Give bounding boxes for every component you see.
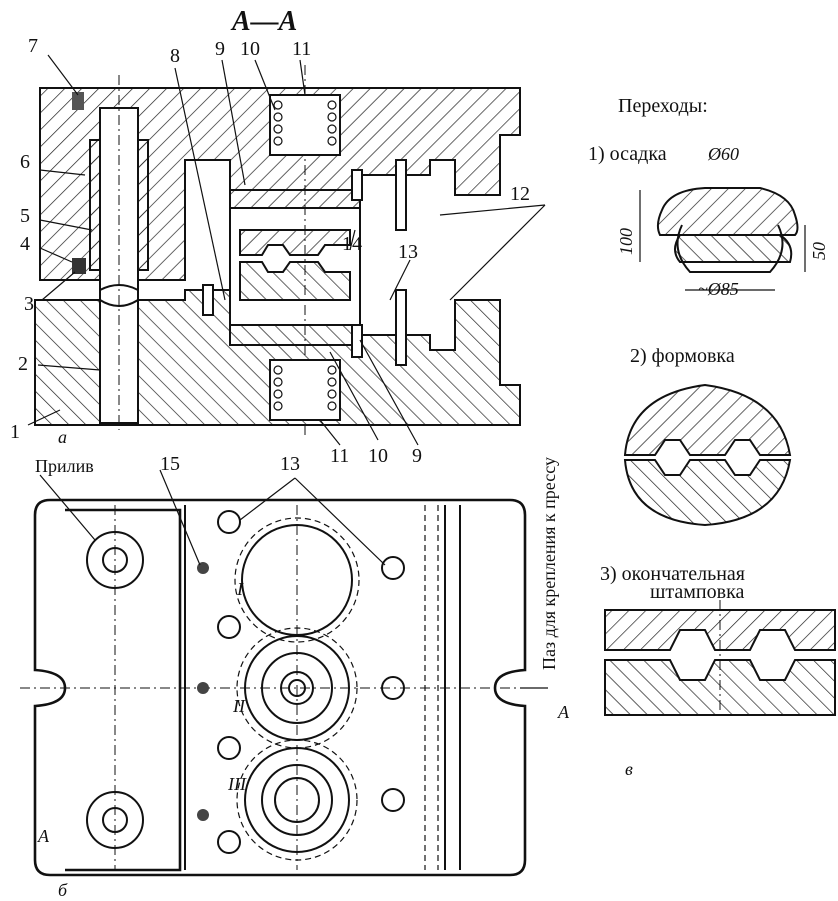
station-label-III: III — [227, 774, 247, 794]
view-label-b: б — [58, 880, 68, 900]
dim-h50: 50 — [809, 242, 829, 260]
callout-11: 11 — [292, 38, 311, 60]
station-I-outline — [234, 517, 360, 643]
bolt — [217, 830, 241, 854]
station-label-I: I — [236, 579, 244, 599]
bushing-screw — [72, 258, 86, 274]
bolt — [217, 615, 241, 639]
step-1-label: 1) осадка — [588, 143, 667, 165]
pillar-neck — [99, 299, 139, 307]
forming-die-top — [623, 383, 792, 456]
step-3-label-1: 3) окончательная — [600, 563, 745, 585]
upper-spring — [273, 100, 337, 146]
upper-spring-pocket — [269, 94, 341, 156]
pin-upper — [395, 159, 407, 231]
dim-d60: Ø60 — [707, 144, 739, 164]
bolt — [381, 788, 405, 812]
slot-label: Паз для крепления к прессу — [539, 457, 559, 670]
boss-label: Прилив — [35, 456, 94, 476]
lower-spring-pocket — [269, 359, 341, 421]
bolt — [217, 736, 241, 760]
view-label-a: а — [58, 427, 67, 447]
guide-bushing-left — [89, 139, 101, 271]
callout-13: 13 — [398, 241, 418, 263]
bolt-lower — [351, 324, 363, 358]
section-mark-left: A — [37, 826, 50, 846]
upset-blank-bottom — [674, 234, 793, 263]
transitions-heading: Переходы: — [618, 95, 708, 117]
pin-15 — [202, 284, 214, 316]
bolt — [381, 676, 405, 700]
die-plate-outline — [33, 498, 527, 877]
callout-11b: 11 — [330, 445, 349, 467]
upper-insert — [239, 229, 351, 256]
bolt — [381, 556, 405, 580]
pin — [197, 562, 209, 574]
lower-punch-plate — [229, 324, 361, 346]
callout-leaders — [27, 54, 546, 446]
plan-view-b: Прилив 15 13 I II III Паз для крепления … — [20, 453, 570, 900]
top-screw — [72, 92, 84, 110]
callout-7: 7 — [28, 35, 38, 57]
pin — [197, 809, 209, 821]
bolt-upper — [351, 169, 363, 201]
section-mark-right: A — [557, 702, 570, 722]
callout-1: 1 — [10, 421, 20, 443]
station-label-II: II — [232, 696, 246, 716]
pin — [197, 682, 209, 694]
section-title: A—A — [230, 6, 297, 37]
pillar-neck-2 — [99, 284, 139, 291]
callout-10: 10 — [240, 38, 260, 60]
forming-die-bottom — [623, 459, 792, 527]
dim-h100: 100 — [616, 228, 636, 255]
callout-12: 12 — [510, 183, 530, 205]
lower-die-shoe — [34, 289, 521, 426]
pin-lower — [395, 289, 407, 366]
callout-4: 4 — [20, 233, 30, 255]
section-view-a: A—A — [10, 6, 546, 467]
station-III-core — [274, 777, 320, 823]
callout-14: 14 — [342, 233, 362, 255]
callout-15: 15 — [160, 453, 180, 475]
callout-8: 8 — [170, 45, 180, 67]
callout-10b: 10 — [368, 445, 388, 467]
upset-blank-top — [656, 187, 799, 236]
upset-billet — [676, 224, 784, 273]
callout-9: 9 — [215, 38, 225, 60]
lower-insert — [239, 261, 351, 301]
bolt — [217, 510, 241, 534]
callout-13-plan: 13 — [280, 453, 300, 475]
bolts — [197, 510, 405, 854]
dim-d85: ~Ø85 — [698, 279, 739, 299]
step-2-label: 2) формовка — [630, 345, 735, 367]
callout-5: 5 — [20, 205, 30, 227]
callout-9b: 9 — [412, 445, 422, 467]
upper-punch-plate — [229, 189, 361, 209]
guide-bushing-right — [137, 139, 149, 271]
callout-6: 6 — [20, 151, 30, 173]
upper-die-shoe — [39, 87, 521, 281]
plan-leaders — [39, 469, 548, 689]
view-label-v: в — [625, 759, 633, 779]
lower-spring — [273, 365, 337, 411]
callout-3: 3 — [24, 293, 34, 315]
callout-2: 2 — [18, 353, 28, 375]
transitions-view-v: Переходы: 1) осадка Ø60 100 50 ~Ø85 2) ф… — [588, 95, 836, 779]
boss-outline — [65, 508, 182, 872]
step-3-label-2: штамповка — [650, 581, 744, 603]
